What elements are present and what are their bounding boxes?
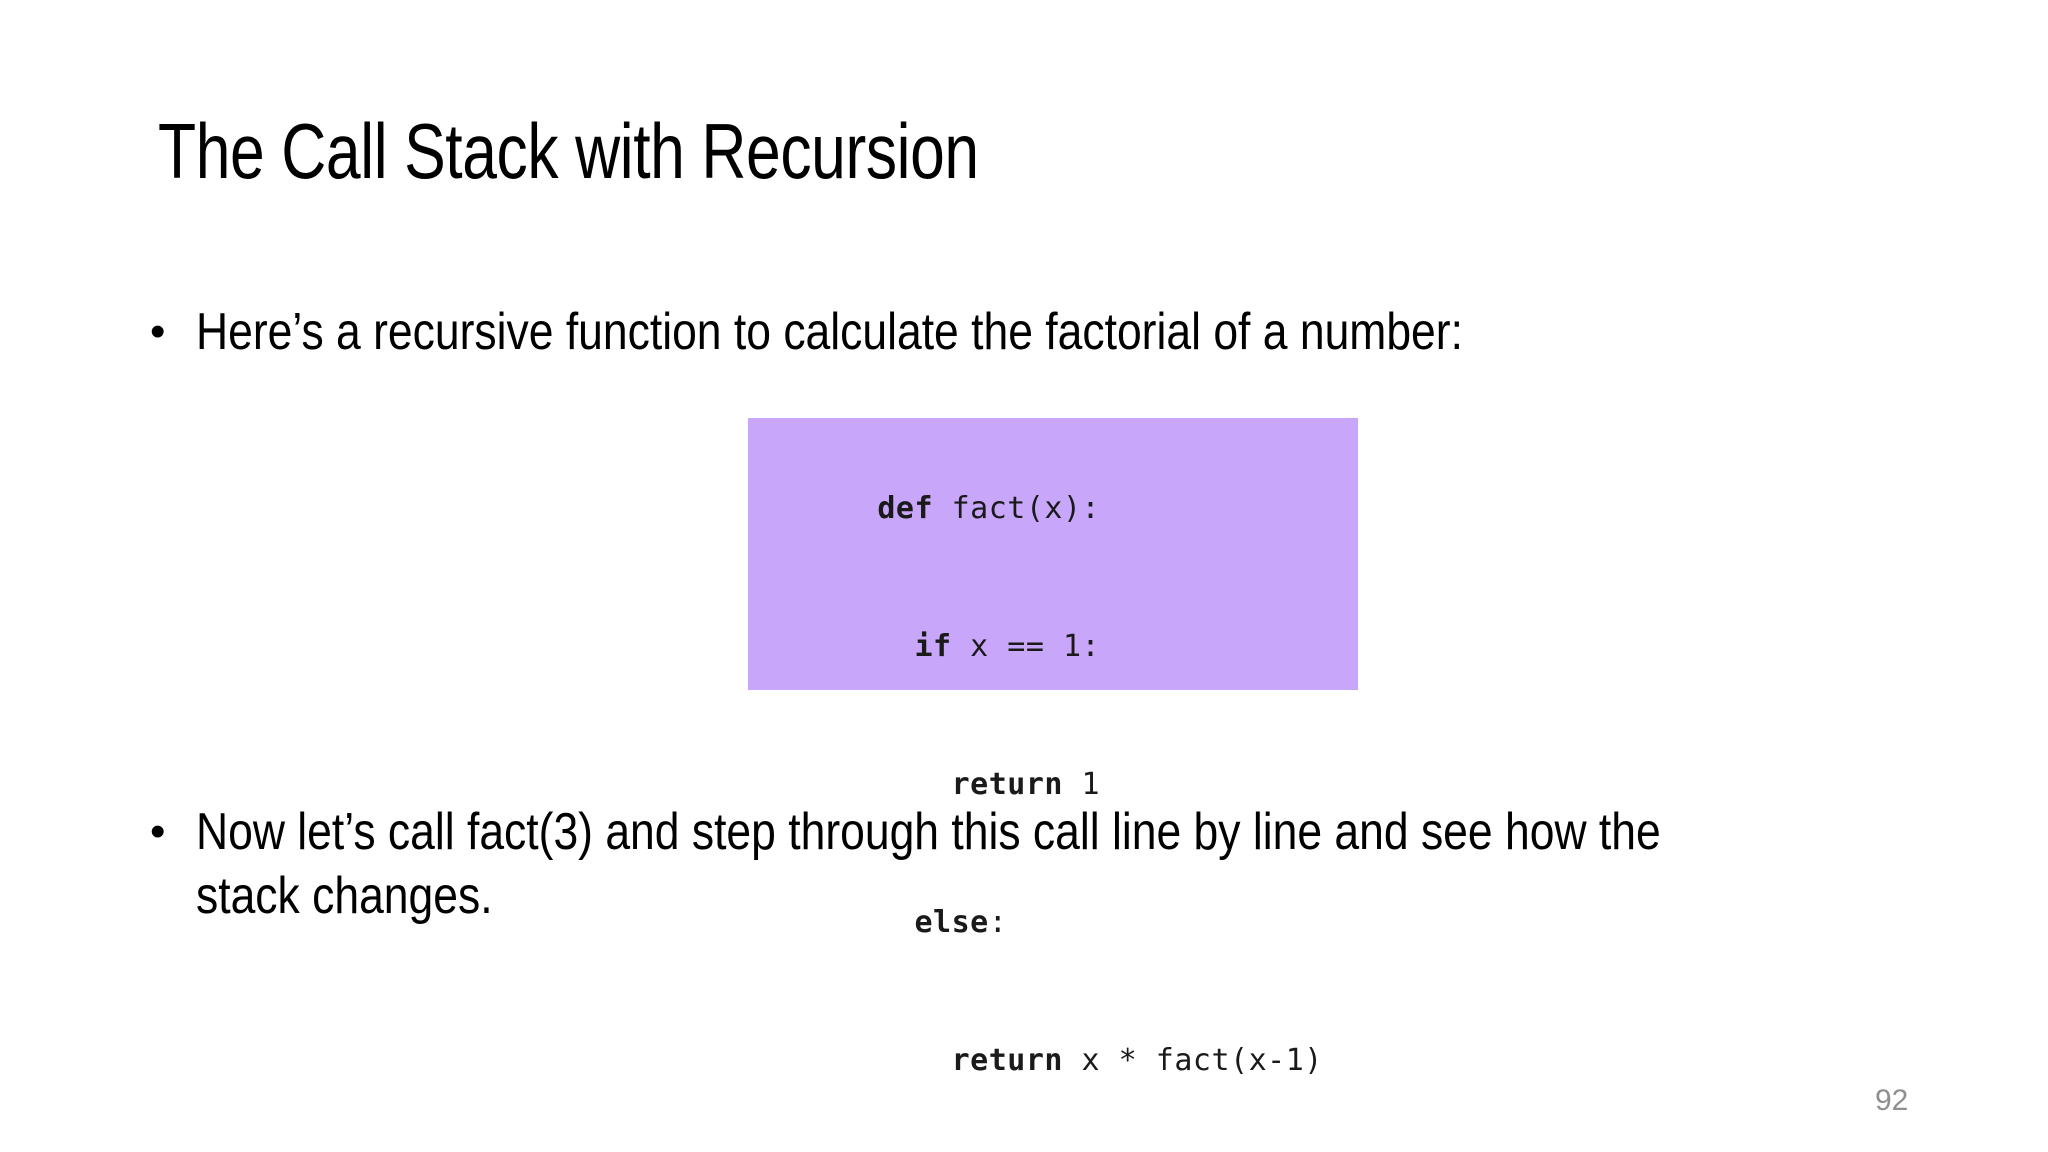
code-indent — [877, 1043, 951, 1078]
code-indent — [877, 767, 951, 802]
page-title: The Call Stack with Recursion — [158, 107, 979, 195]
code-snippet-block: def fact(x): if x == 1: return 1 else: r… — [748, 418, 1358, 1078]
code-keyword: return — [951, 767, 1063, 802]
bullet-marker-icon: • — [150, 307, 166, 356]
bullet-text-2: Now let’s call fact(3) and step through … — [196, 803, 1661, 925]
code-indent — [877, 629, 914, 664]
bullet-marker-icon: • — [150, 807, 166, 856]
code-indent — [877, 905, 914, 940]
code-rest: : — [988, 905, 1008, 940]
code-keyword: if — [914, 629, 952, 664]
code-keyword: return — [951, 1043, 1063, 1078]
code-line: if x == 1: — [766, 578, 1358, 716]
page-number: 92 — [1875, 1084, 1909, 1117]
code-line: return x * fact(x-1) — [766, 992, 1358, 1130]
code-line: def fact(x): — [766, 440, 1358, 578]
code-keyword: else — [914, 905, 989, 940]
code-line: return 1 — [766, 716, 1358, 854]
code-rest: x == 1: — [951, 629, 1101, 664]
code-keyword: def — [877, 491, 934, 526]
bullet-item-2: • Now let’s call fact(3) and step throug… — [150, 800, 1930, 928]
bullet-item-1: • Here’s a recursive function to calcula… — [150, 300, 1930, 364]
code-line: else: — [766, 854, 1358, 992]
slide-body: • Here’s a recursive function to calcula… — [150, 300, 1930, 925]
code-rest: fact(x): — [933, 491, 1101, 526]
bullet-text-1: Here’s a recursive function to calculate… — [196, 303, 1463, 361]
code-rest: x * fact(x-1) — [1063, 1043, 1323, 1078]
code-rest: 1 — [1063, 767, 1101, 802]
